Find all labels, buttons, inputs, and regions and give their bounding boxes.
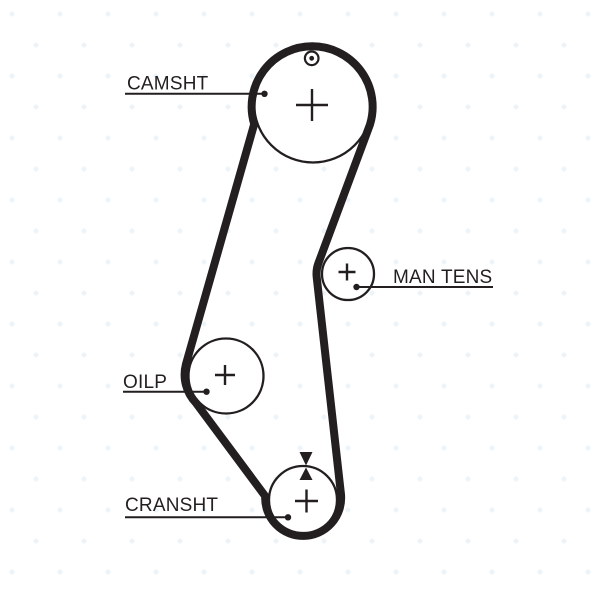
camshaft-leader-dot xyxy=(261,90,268,98)
timing-belt-path xyxy=(180,42,377,540)
camshaft-label: CAMSHT xyxy=(127,74,209,95)
tensioner-label: MAN TENS xyxy=(393,267,492,288)
tensioner-leader-dot xyxy=(353,283,360,291)
camshaft-timing-circle-dot-icon xyxy=(303,50,320,67)
tensioner-plus-icon xyxy=(338,263,356,281)
oil-pump-leader-dot xyxy=(203,388,210,395)
crankshaft-leader-dot xyxy=(284,514,292,521)
oil-pump-label: OILP xyxy=(123,372,167,393)
crankshaft-label: CRANSHT xyxy=(125,495,218,516)
oil-pump-plus-icon xyxy=(215,365,235,385)
crankshaft-plus-icon xyxy=(295,489,318,513)
camshaft-plus-icon xyxy=(296,89,328,121)
crankshaft-timing-triangles-icon xyxy=(299,452,313,480)
